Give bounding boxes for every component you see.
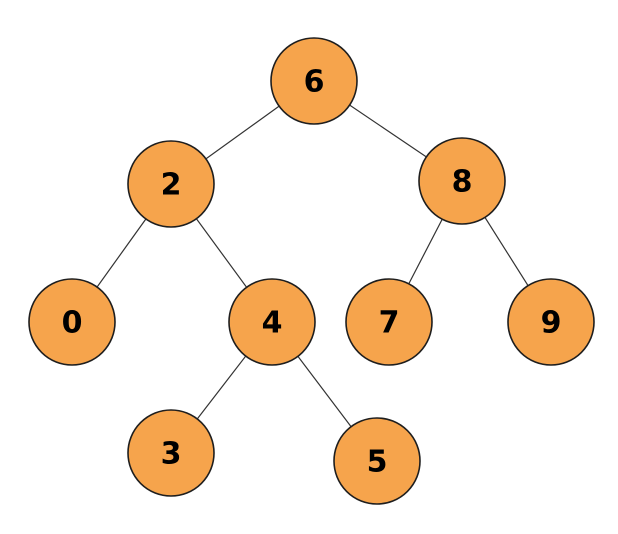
tree-node-6: 6 bbox=[270, 37, 358, 125]
node-circle-2 bbox=[127, 140, 215, 228]
tree-node-8: 8 bbox=[418, 137, 506, 225]
node-label-8: 8 bbox=[452, 165, 473, 200]
node-circle-7 bbox=[345, 278, 433, 366]
tree-node-5: 5 bbox=[333, 417, 421, 505]
tree-node-9: 9 bbox=[507, 278, 595, 366]
node-label-2: 2 bbox=[161, 168, 182, 203]
node-label-7: 7 bbox=[379, 306, 400, 341]
node-circle-8 bbox=[418, 137, 506, 225]
node-label-5: 5 bbox=[367, 445, 388, 480]
tree-node-3: 3 bbox=[127, 409, 215, 497]
node-label-6: 6 bbox=[304, 65, 325, 100]
node-label-3: 3 bbox=[161, 437, 182, 472]
node-circle-5 bbox=[333, 417, 421, 505]
tree-node-4: 4 bbox=[228, 278, 316, 366]
node-circle-4 bbox=[228, 278, 316, 366]
node-circle-3 bbox=[127, 409, 215, 497]
tree-node-7: 7 bbox=[345, 278, 433, 366]
node-label-9: 9 bbox=[541, 306, 562, 341]
node-circle-0 bbox=[28, 278, 116, 366]
node-label-0: 0 bbox=[62, 306, 83, 341]
tree-node-0: 0 bbox=[28, 278, 116, 366]
node-circle-6 bbox=[270, 37, 358, 125]
node-circle-9 bbox=[507, 278, 595, 366]
tree-node-2: 2 bbox=[127, 140, 215, 228]
node-label-4: 4 bbox=[262, 306, 283, 341]
